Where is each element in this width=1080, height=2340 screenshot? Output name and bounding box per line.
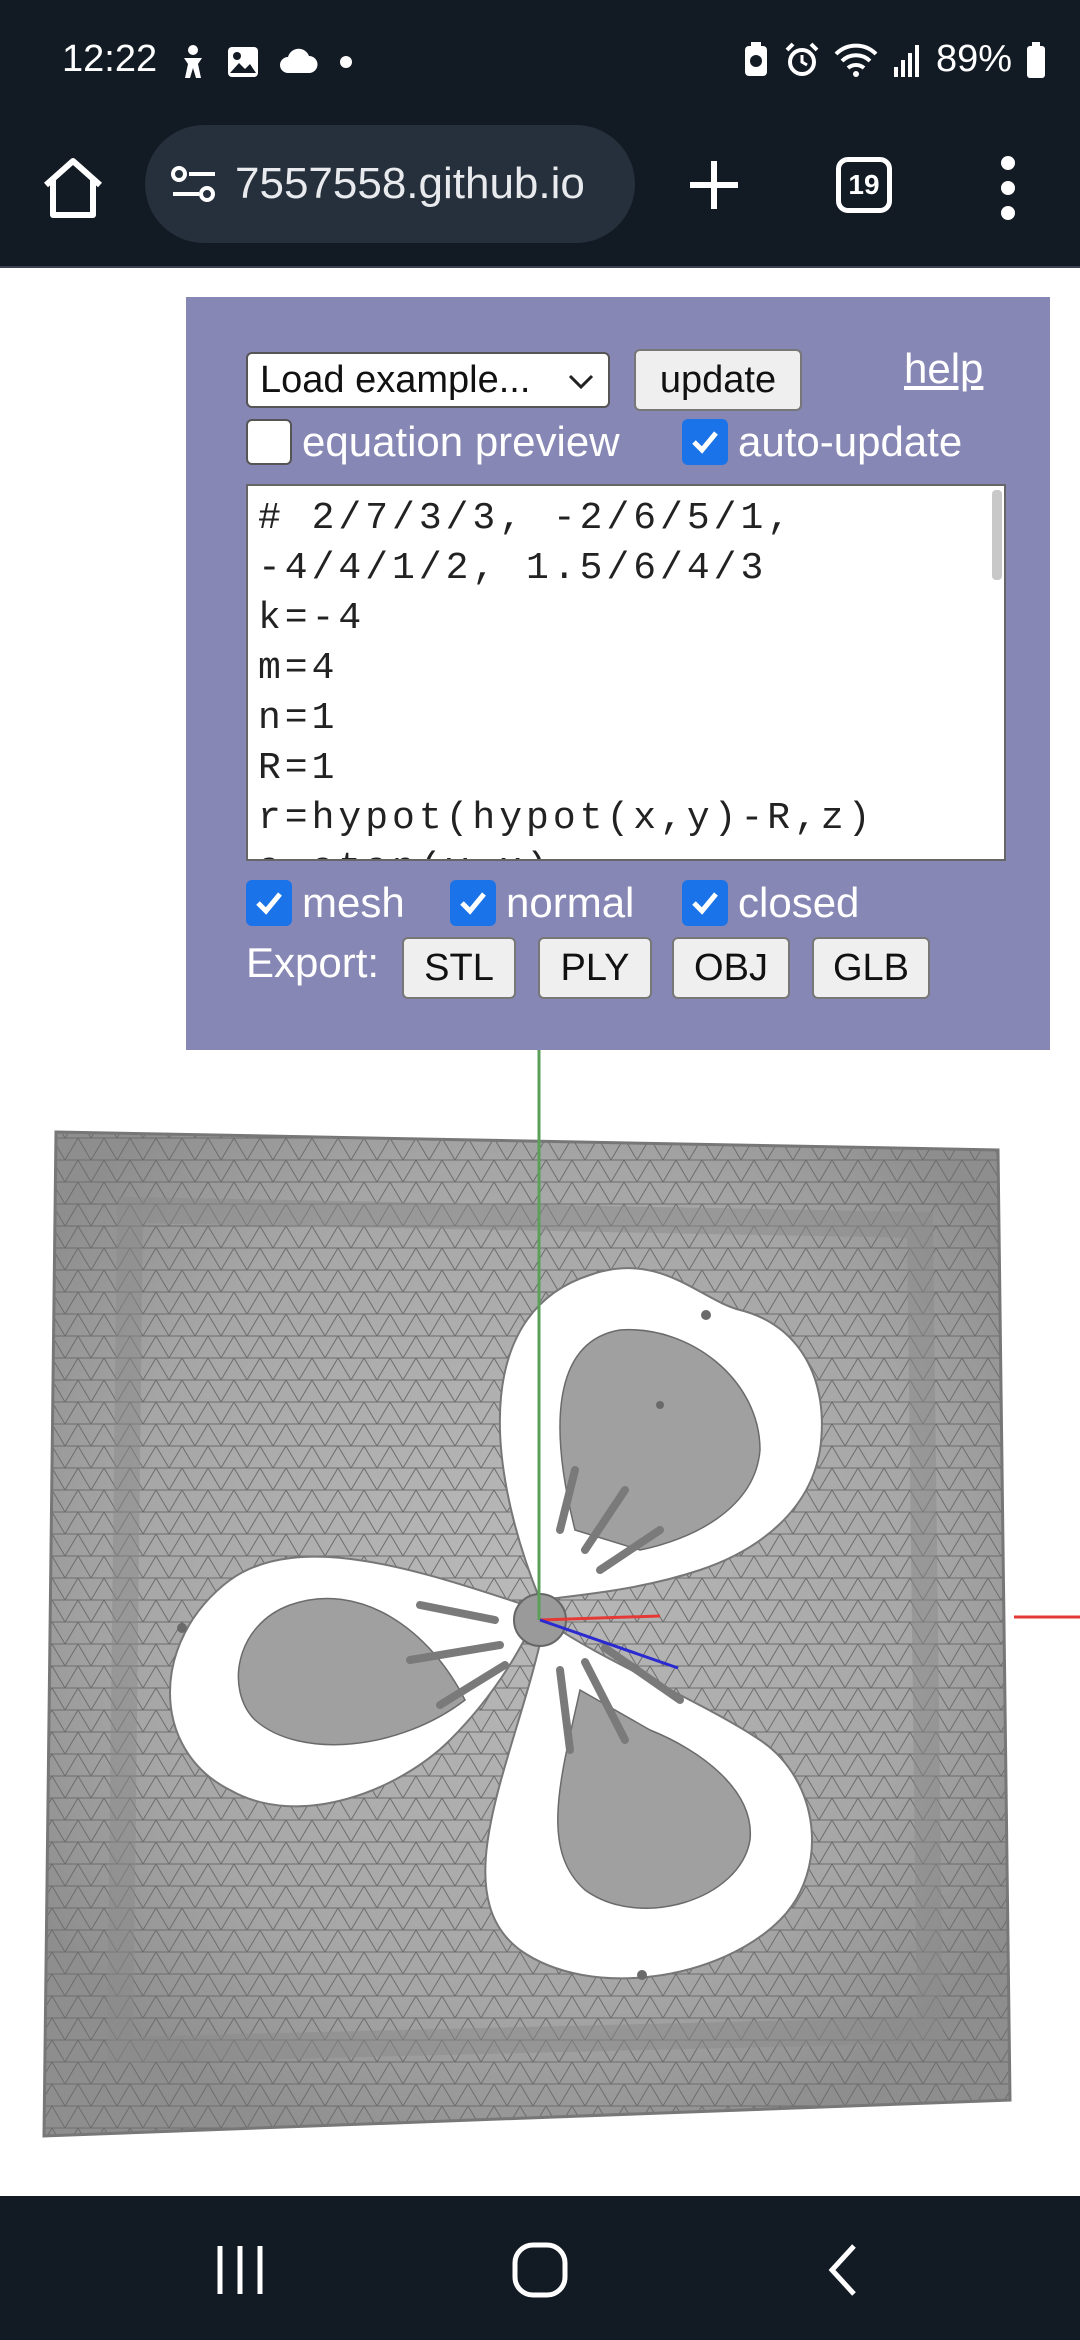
more-menu-icon[interactable] — [996, 153, 1020, 223]
back-icon[interactable] — [822, 2240, 862, 2300]
mesh-render — [42, 920, 1080, 2138]
normal-toggle[interactable]: normal — [450, 879, 634, 927]
site-settings-icon[interactable] — [171, 164, 217, 204]
mesh-checkbox[interactable] — [246, 880, 292, 926]
export-label: Export: — [246, 939, 380, 986]
chevron-down-icon — [568, 374, 594, 390]
auto-update-toggle[interactable]: auto-update — [682, 418, 962, 466]
check-icon — [256, 892, 282, 915]
check-icon — [460, 892, 486, 915]
equation-preview-toggle[interactable]: equation preview — [246, 418, 620, 466]
equation-preview-label: equation preview — [302, 418, 620, 465]
address-bar[interactable]: 7557558.github.io — [145, 125, 635, 243]
editor-scrollbar[interactable] — [992, 490, 1002, 580]
export-obj-button[interactable]: OBJ — [672, 937, 790, 999]
battery-icon — [1027, 41, 1045, 78]
status-time: 12:22 — [62, 38, 158, 80]
signal-icon — [893, 44, 919, 77]
recent-apps-icon[interactable] — [212, 2240, 268, 2300]
home-nav-icon[interactable] — [510, 2240, 570, 2300]
export-ply-button[interactable]: PLY — [538, 937, 652, 999]
x-axis — [539, 1614, 661, 1622]
3d-viewport[interactable] — [0, 920, 1080, 2198]
image-icon — [228, 47, 258, 77]
home-icon[interactable] — [40, 155, 106, 221]
help-link[interactable]: help — [904, 345, 984, 392]
browser-toolbar: 7557558.github.io 19 — [0, 125, 1080, 268]
auto-update-checkbox[interactable] — [682, 419, 728, 465]
url-text: 7557558.github.io — [235, 159, 585, 208]
closed-label: closed — [738, 879, 860, 926]
update-button[interactable]: update — [634, 349, 802, 411]
check-icon — [692, 892, 718, 915]
export-glb-button[interactable]: GLB — [812, 937, 930, 999]
accessibility-icon — [184, 45, 202, 78]
mesh-toggle[interactable]: mesh — [246, 879, 405, 927]
control-panel: Load example... update help equation pre… — [186, 297, 1050, 1050]
new-tab-icon[interactable] — [684, 155, 744, 215]
closed-checkbox[interactable] — [682, 880, 728, 926]
check-icon — [692, 431, 718, 454]
system-nav-bar — [0, 2196, 1080, 2340]
export-stl-button[interactable]: STL — [402, 937, 516, 999]
z-axis — [539, 1618, 679, 1670]
mesh-label: mesh — [302, 879, 405, 926]
equation-preview-checkbox[interactable] — [246, 419, 292, 465]
tab-switcher-button[interactable]: 19 — [836, 157, 892, 213]
battery-saver-icon — [744, 41, 767, 76]
battery-percent: 89% — [935, 38, 1012, 80]
wifi-icon — [834, 43, 878, 77]
alarm-icon — [785, 42, 819, 76]
dot-icon — [340, 56, 352, 68]
example-select-value: Load example... — [260, 358, 531, 401]
status-left-icons — [178, 44, 356, 80]
auto-update-label: auto-update — [738, 418, 963, 465]
normal-checkbox[interactable] — [450, 880, 496, 926]
status-bar: 12:22 89% — [0, 0, 1080, 125]
normal-label: normal — [506, 879, 635, 926]
example-select[interactable]: Load example... — [246, 352, 610, 408]
cloud-icon — [280, 48, 318, 73]
equation-editor[interactable]: # 2/7/3/3, -2/6/5/1, -4/4/1/2, 1.5/6/4/3… — [246, 484, 1006, 861]
closed-toggle[interactable]: closed — [682, 879, 859, 927]
status-right: 89% — [742, 38, 1046, 81]
